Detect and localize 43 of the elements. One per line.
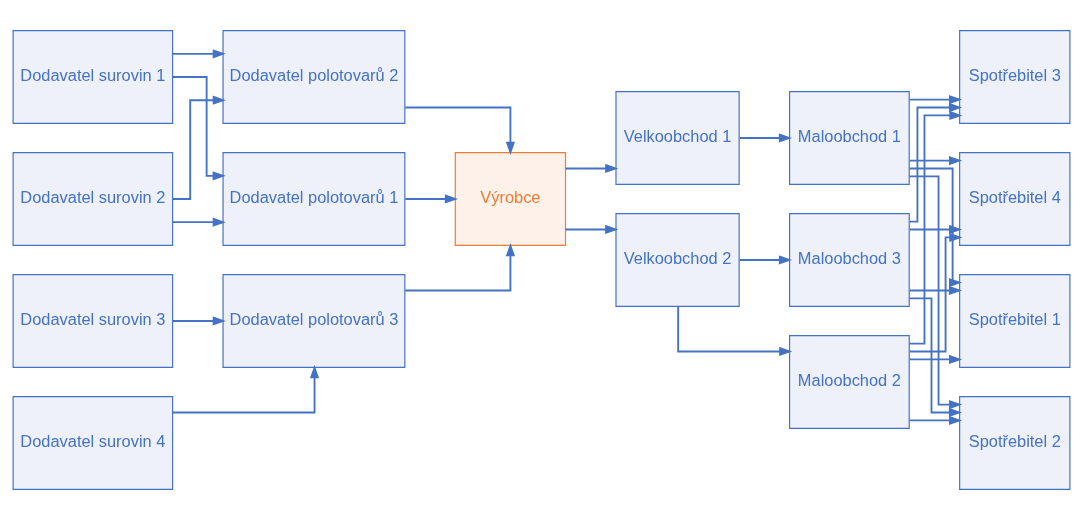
- arrow: [738, 132, 793, 143]
- arrow: [171, 217, 226, 227]
- node-box: Spotřebitel 3: [959, 29, 1071, 124]
- arrow: [908, 155, 963, 165]
- arrow: [404, 193, 458, 204]
- arrow: [908, 232, 963, 352]
- arrow: [677, 305, 793, 356]
- node-box: Spotřebitel 4: [959, 151, 1071, 246]
- node-box: Maloobchod 3: [789, 212, 910, 307]
- arrow: [908, 110, 963, 344]
- node-box: Dodavatel surovin 4: [12, 395, 174, 490]
- arrow: [171, 75, 226, 180]
- node-box: Výrobce: [454, 151, 567, 246]
- arrow: [908, 102, 963, 223]
- node-box: Dodavatel polotovarů 3: [222, 273, 406, 368]
- node-box: Dodavatel surovin 3: [12, 273, 174, 368]
- arrow: [908, 224, 963, 234]
- arrow: [738, 254, 793, 265]
- arrow: [171, 95, 226, 200]
- node-box: Dodavatel surovin 2: [12, 151, 174, 246]
- arrow: [908, 296, 963, 417]
- arrow: [908, 285, 963, 295]
- node-box: Maloobchod 1: [789, 90, 910, 185]
- node-box: Spotřebitel 1: [959, 273, 1071, 368]
- arrow: [171, 364, 320, 413]
- node-box: Dodavatel polotovarů 1: [222, 151, 406, 246]
- arrow: [908, 175, 963, 409]
- node-box: Dodavatel surovin 1: [12, 29, 174, 124]
- arrow: [171, 48, 226, 58]
- arrow: [171, 315, 226, 326]
- arrow: [908, 94, 963, 104]
- node-box: Dodavatel polotovarů 2: [222, 29, 406, 124]
- arrow: [404, 106, 516, 155]
- node-box: Velkoobchod 1: [615, 90, 740, 185]
- node-box: Spotřebitel 2: [959, 395, 1071, 490]
- arrow: [908, 167, 963, 287]
- arrow: [564, 224, 619, 234]
- node-box: Maloobchod 2: [789, 334, 910, 429]
- arrow: [564, 163, 619, 173]
- arrow: [908, 354, 963, 364]
- arrow: [404, 242, 516, 291]
- arrow: [908, 415, 963, 425]
- node-box: Velkoobchod 2: [615, 212, 740, 307]
